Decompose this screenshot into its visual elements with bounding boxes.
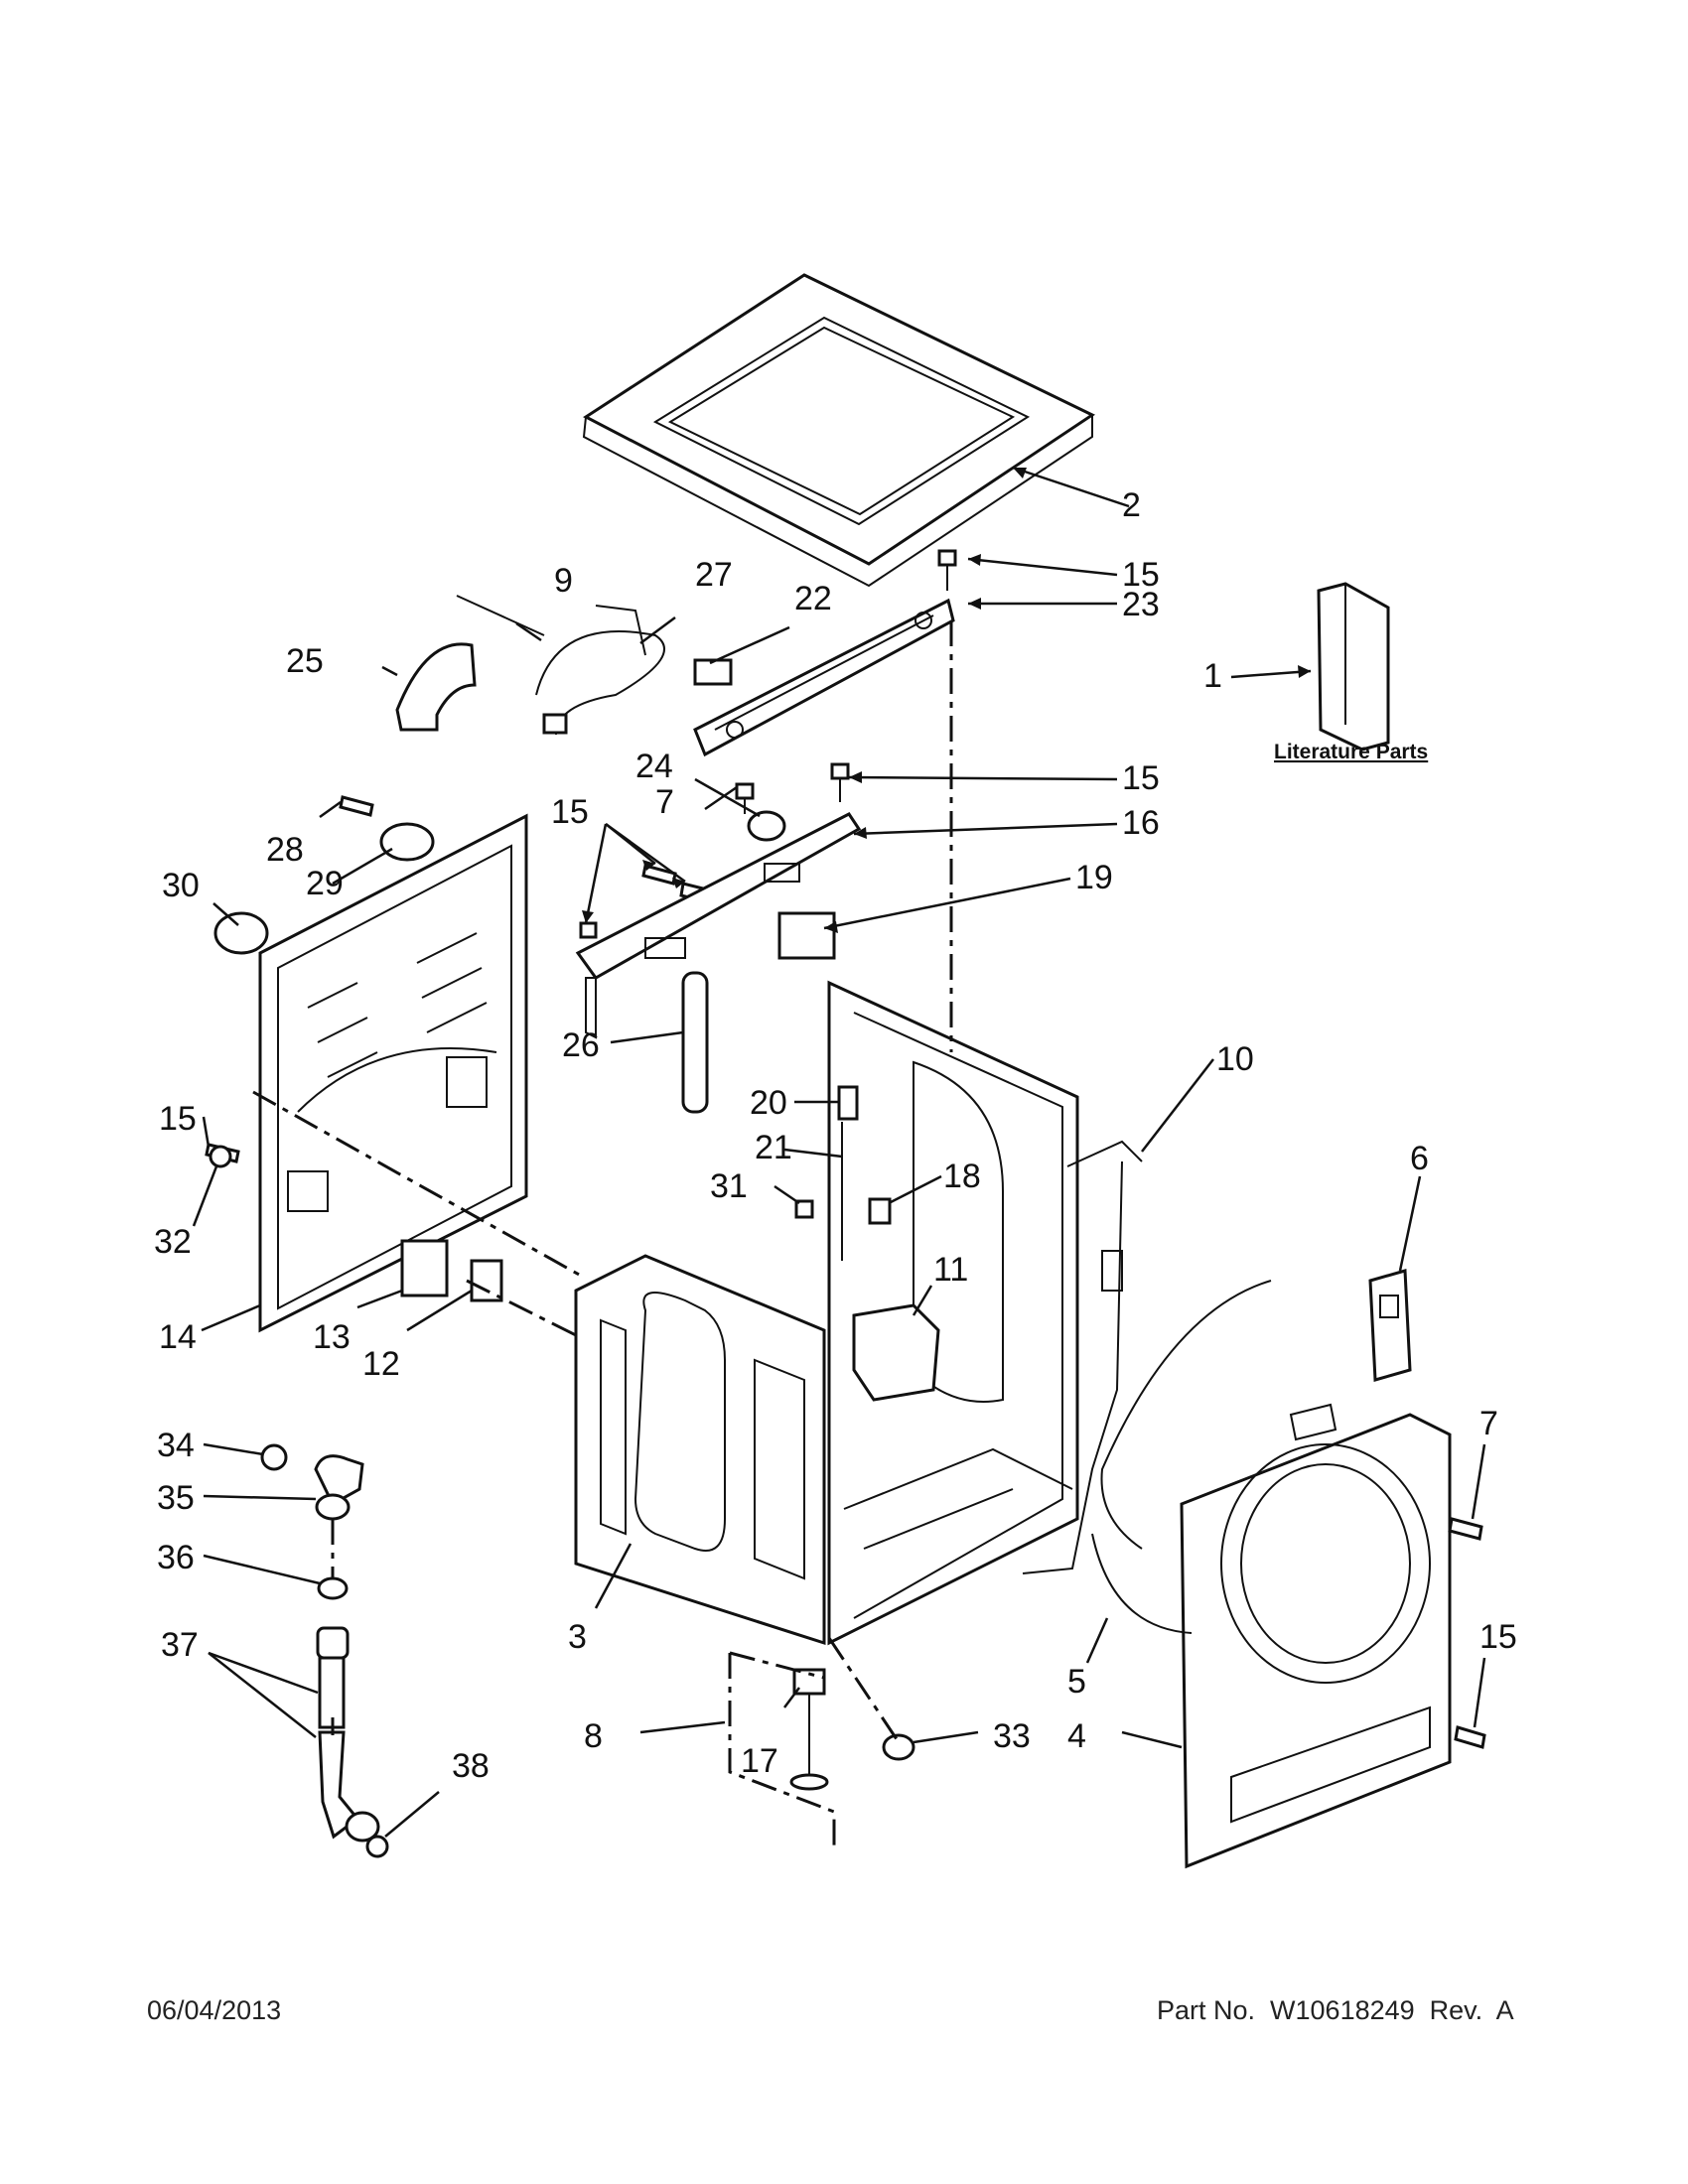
callout-31: 31 (710, 1167, 748, 1205)
side-panel-part (574, 1254, 826, 1646)
callout-26: 26 (562, 1026, 600, 1064)
callout-37: 37 (161, 1626, 199, 1664)
switch-19-part (777, 911, 836, 960)
callout-27: 27 (695, 556, 733, 594)
callout-7-top: 7 (655, 783, 674, 821)
footer-date: 06/04/2013 (147, 1995, 282, 2025)
callout-15-mid: 15 (1122, 759, 1160, 797)
motor-control-part (852, 1303, 940, 1402)
callout-7-right: 7 (1479, 1405, 1498, 1442)
callout-22: 22 (794, 580, 832, 617)
literature-parts-label: Literature Parts (1274, 741, 1428, 763)
callout-6: 6 (1410, 1140, 1429, 1177)
door-latch-part (1368, 1269, 1412, 1382)
callout-15-left: 15 (159, 1100, 197, 1138)
callout-8: 8 (584, 1717, 603, 1755)
callout-32: 32 (154, 1223, 192, 1261)
callout-15-group: 15 (551, 793, 589, 831)
valve-13-part (400, 1239, 449, 1297)
callout-11: 11 (933, 1251, 968, 1289)
assembly-lines (252, 620, 953, 1846)
screw-15-top (937, 549, 957, 591)
sensor-20-part (837, 1085, 859, 1121)
callout-23: 23 (1122, 586, 1160, 623)
top-brace-part (693, 598, 955, 757)
top-panel-part (582, 273, 1096, 588)
sensor-18-part (868, 1197, 892, 1225)
wire-harness-10-part (1022, 1140, 1143, 1574)
callout-15-right: 15 (1479, 1618, 1517, 1656)
callout-24: 24 (635, 748, 673, 785)
callout-20: 20 (750, 1084, 787, 1122)
hose-clamp-29-part (379, 822, 435, 862)
clip-32-part (209, 1145, 232, 1168)
hose-26-part (681, 971, 709, 1114)
arrowheads (582, 468, 1311, 933)
wire-harness-5-part (1091, 1280, 1272, 1634)
front-panel-part (1180, 1403, 1452, 1869)
callout-3: 3 (568, 1618, 587, 1656)
callout-16: 16 (1122, 804, 1160, 842)
callout-13: 13 (313, 1318, 351, 1356)
inlet-hose-assembly-part (260, 1443, 389, 1858)
callout-34: 34 (157, 1427, 195, 1464)
callout-5: 5 (1067, 1663, 1086, 1701)
cabinet-frame-part (827, 980, 1079, 1646)
callout-4: 4 (1067, 1717, 1086, 1755)
screw-28-part (339, 795, 374, 817)
callout-30: 30 (162, 867, 200, 904)
power-cord-27-part (535, 605, 665, 736)
callout-25: 25 (286, 642, 324, 680)
drain-hose-25-part (395, 642, 477, 732)
callout-28: 28 (266, 831, 304, 869)
valve-12-part (470, 1259, 503, 1302)
rod-9-part (456, 595, 545, 636)
callout-1: 1 (1203, 657, 1222, 695)
screw-15-mid (830, 762, 850, 802)
callout-19: 19 (1075, 859, 1113, 896)
clip-31-part (794, 1199, 814, 1219)
leader-lines (192, 466, 1486, 1838)
gasket-30-part (213, 911, 269, 955)
callout-14: 14 (159, 1318, 197, 1356)
footer-part-number: Part No. W10618249 Rev. A (1157, 1995, 1514, 2025)
callout-10: 10 (1216, 1040, 1254, 1078)
callout-17: 17 (741, 1742, 778, 1780)
callout-29: 29 (306, 865, 344, 902)
callout-33: 33 (993, 1717, 1031, 1755)
callout-labels: 2 15 23 1 9 27 22 25 24 7 15 16 15 28 29… (154, 486, 1517, 1785)
screw-15-right (1454, 1725, 1486, 1749)
callout-21: 21 (755, 1129, 792, 1166)
callout-38: 38 (452, 1747, 490, 1785)
callout-15-top: 15 (1122, 556, 1160, 594)
callout-36: 36 (157, 1539, 195, 1576)
callout-18: 18 (943, 1158, 981, 1195)
control-bracket-part (575, 812, 862, 1039)
callout-12: 12 (362, 1345, 400, 1383)
screw-7-top-part (735, 782, 755, 814)
screw-7-right-part (1448, 1517, 1483, 1541)
callout-2: 2 (1122, 486, 1141, 524)
callout-35: 35 (157, 1479, 195, 1517)
bushing-24-part (747, 810, 786, 842)
leveling-leg-part (789, 1668, 915, 1791)
literature-book-part (1317, 582, 1390, 751)
callout-9: 9 (554, 562, 573, 600)
rear-panel-part (258, 813, 528, 1333)
clip-22-part (693, 658, 733, 686)
